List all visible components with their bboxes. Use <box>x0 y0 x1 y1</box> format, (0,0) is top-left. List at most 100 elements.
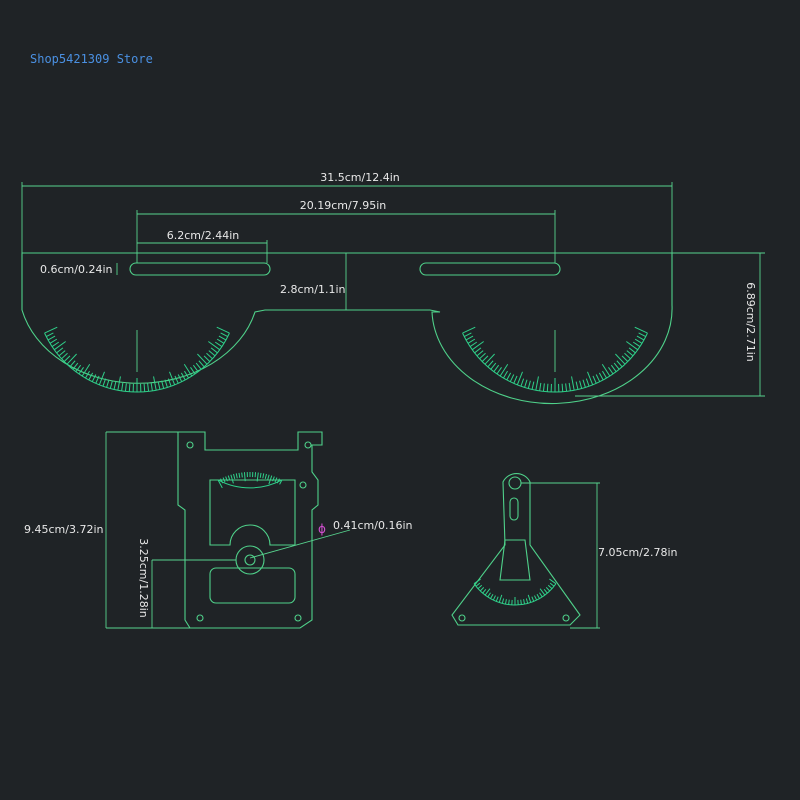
ruler-dimensions: 31.5cm/12.4in 20.19cm/7.95in 6.2cm/2.44i… <box>21 171 765 397</box>
total-height-label: 6.89cm/2.71in <box>744 282 757 362</box>
scale-tick <box>539 382 542 391</box>
scale-tick <box>208 341 220 351</box>
scale-tick <box>61 352 68 360</box>
scale-tick <box>585 378 590 387</box>
scale-tick <box>636 335 645 341</box>
scale-tick <box>527 380 531 389</box>
scale-tick <box>476 350 484 357</box>
left-slot <box>129 262 271 276</box>
frame-hole <box>196 614 204 622</box>
scale-tick <box>75 364 82 372</box>
scale-tick <box>479 352 486 360</box>
scale-tick <box>58 350 66 357</box>
scale-tick <box>153 376 157 391</box>
diameter-symbol: ϕ <box>318 522 326 536</box>
scale-tick <box>524 379 528 388</box>
scale-tick <box>109 380 113 389</box>
protractor-height-label: 7.05cm/2.78in <box>598 546 678 559</box>
scale-tick <box>565 383 568 392</box>
scale-tick <box>197 353 208 365</box>
scale-tick <box>477 584 483 590</box>
scale-tick <box>102 378 107 387</box>
scale-tick <box>506 372 512 381</box>
scale-tick <box>602 370 607 379</box>
frame-outline <box>177 431 323 629</box>
scale-tick <box>626 341 638 351</box>
scale-tick <box>72 362 79 370</box>
scale-tick <box>542 383 545 392</box>
scale-tick <box>549 582 555 587</box>
scale-tick <box>190 367 196 375</box>
scale-tick <box>575 381 579 390</box>
scale-tick <box>208 350 216 357</box>
protractor-inner-window <box>499 539 531 581</box>
scale-tick <box>85 370 90 379</box>
scale-tick <box>218 335 227 341</box>
scale-tick <box>484 588 491 596</box>
scale-tick <box>274 477 278 483</box>
scale-tick <box>167 378 172 387</box>
scale-tick <box>465 335 474 341</box>
scale-tick <box>230 474 234 484</box>
scale-tick <box>632 341 641 347</box>
scale-tick <box>475 582 481 587</box>
scale-tick <box>543 588 548 594</box>
scale-tick <box>595 374 601 382</box>
scale-tick <box>616 360 623 368</box>
scale-tick <box>256 472 259 482</box>
protractor-angle-scale <box>473 578 557 606</box>
scale-tick <box>222 477 226 483</box>
scale-tick <box>610 364 617 372</box>
scale-tick <box>626 350 634 357</box>
protractor-dimensions: 7.05cm/2.78in <box>521 482 678 629</box>
scale-tick <box>527 594 532 603</box>
frame-hole <box>294 614 302 622</box>
scale-tick <box>150 382 153 391</box>
scale-tick <box>490 593 494 599</box>
protractor-hole <box>562 614 570 622</box>
slot-spacing-label: 20.19cm/7.95in <box>300 199 387 212</box>
total-width-label: 31.5cm/12.4in <box>320 171 400 184</box>
scale-tick <box>117 376 121 391</box>
protractor-hole <box>458 614 466 622</box>
scale-tick <box>220 478 224 484</box>
scale-tick <box>621 355 629 362</box>
scale-tick <box>78 367 84 375</box>
scale-tick <box>474 347 482 354</box>
scale-tick <box>571 376 575 391</box>
scale-tick <box>601 363 611 377</box>
scale-tick <box>490 362 497 370</box>
scale-tick <box>69 360 76 368</box>
scale-tick <box>464 332 472 338</box>
scale-tick <box>592 375 597 384</box>
scale-tick <box>259 472 262 478</box>
scale-tick <box>513 375 518 384</box>
scale-tick <box>210 347 218 354</box>
scale-tick <box>95 375 100 384</box>
scale-tick <box>44 326 58 334</box>
scale-tick <box>499 363 509 377</box>
scale-tick <box>216 326 230 334</box>
scale-tick <box>501 598 505 604</box>
scale-tick <box>598 372 604 381</box>
scale-tick <box>546 383 549 392</box>
scale-tick <box>216 338 225 344</box>
small-protractor <box>451 473 581 626</box>
scale-tick <box>469 341 478 347</box>
scale-tick <box>124 383 127 392</box>
scale-tick <box>276 478 280 484</box>
right-angle-scale <box>462 326 648 393</box>
scale-tick <box>516 371 523 385</box>
scale-tick <box>638 332 646 338</box>
scale-tick <box>534 595 538 601</box>
scale-tick <box>47 335 56 341</box>
right-slot <box>419 262 561 276</box>
scale-tick <box>113 381 117 390</box>
scale-tick <box>203 355 211 362</box>
scale-tick <box>520 599 522 605</box>
scale-tick <box>492 595 496 601</box>
scale-tick <box>484 353 495 365</box>
scale-tick <box>495 596 499 602</box>
scale-tick <box>487 360 494 368</box>
scale-tick <box>56 347 64 354</box>
